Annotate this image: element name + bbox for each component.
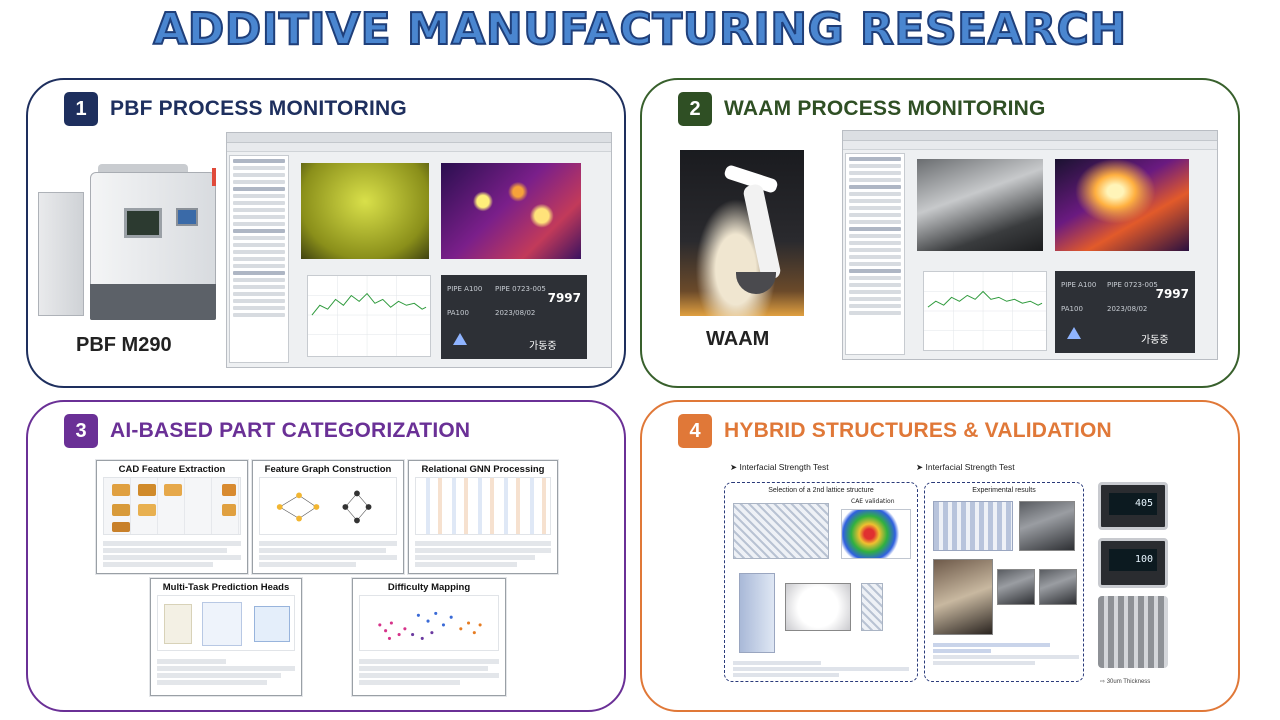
thickness-gauge-device: 405 bbox=[1098, 482, 1168, 530]
cad-parts-grid bbox=[103, 477, 241, 535]
card-title: CAD Feature Extraction bbox=[118, 464, 226, 475]
right-test-label: ➤ Interfacial Strength Test bbox=[916, 462, 1015, 472]
card-title: Relational GNN Processing bbox=[421, 464, 545, 475]
signal-chart bbox=[923, 271, 1047, 351]
panel-ai-categorization: 3 AI-BASED PART CATEGORIZATION CAD Featu… bbox=[26, 400, 626, 712]
card-title: Multi-Task Prediction Heads bbox=[162, 582, 290, 593]
status-panel: PIPE A100 PIPE 0723-005 7997 PA100 2023/… bbox=[1055, 271, 1195, 353]
waam-robot-image bbox=[680, 150, 804, 316]
fixture-photo-1 bbox=[997, 569, 1035, 605]
experimental-results-box: Experimental results bbox=[924, 482, 1084, 682]
prediction-heads-diagram bbox=[157, 595, 295, 651]
panel-pbf-monitoring: 1 PBF PROCESS MONITORING PBF M290 bbox=[26, 78, 626, 388]
panel-title: AI-BASED PART CATEGORIZATION bbox=[110, 419, 471, 442]
tensile-test-photo bbox=[1019, 501, 1075, 551]
monitoring-software-screenshot: PIPE A100 PIPE 0723-005 7997 PA100 2023/… bbox=[842, 130, 1218, 360]
fixture-photo-2 bbox=[1039, 569, 1077, 605]
temperature-controller-device: 100 bbox=[1098, 538, 1168, 588]
gnn-diagram bbox=[415, 477, 551, 535]
software-sidebar bbox=[845, 153, 905, 355]
feature-graph-diagram bbox=[259, 477, 397, 535]
panel-header: 1 PBF PROCESS MONITORING bbox=[64, 92, 407, 126]
part-count: 7997 bbox=[1155, 287, 1189, 301]
thickness-note: ⇨ 30um Thickness bbox=[1100, 679, 1151, 685]
specimen-photo bbox=[785, 583, 851, 631]
panel-header: 2 WAAM PROCESS MONITORING bbox=[678, 92, 1046, 126]
cae-validation-image bbox=[841, 509, 911, 559]
panel-title: PBF PROCESS MONITORING bbox=[110, 97, 407, 120]
machine-caption: WAAM bbox=[706, 328, 770, 350]
chamber-photo bbox=[933, 559, 993, 635]
panel-hybrid-structures: 4 HYBRID STRUCTURES & VALIDATION ➤ Inter… bbox=[640, 400, 1240, 712]
side-view-lattice bbox=[861, 583, 883, 631]
card-title: Feature Graph Construction bbox=[264, 464, 392, 475]
panel-number: 3 bbox=[64, 414, 98, 448]
status-text: 가동중 bbox=[1141, 335, 1169, 346]
panel-number: 4 bbox=[678, 414, 712, 448]
panel-header: 4 HYBRID STRUCTURES & VALIDATION bbox=[678, 414, 1112, 448]
panel-number: 2 bbox=[678, 92, 712, 126]
part-count: 7997 bbox=[547, 291, 581, 305]
panel-number: 1 bbox=[64, 92, 98, 126]
status-indicator-icon bbox=[1067, 327, 1081, 339]
signal-chart bbox=[307, 275, 431, 357]
card-difficulty-mapping: Difficulty Mapping bbox=[352, 578, 506, 696]
card-title: Difficulty Mapping bbox=[387, 582, 471, 593]
thermal-view bbox=[1055, 159, 1189, 251]
status-indicator-icon bbox=[453, 333, 467, 345]
panel-waam-monitoring: 2 WAAM PROCESS MONITORING WAAM bbox=[640, 78, 1240, 388]
panel-title: WAAM PROCESS MONITORING bbox=[724, 97, 1046, 120]
card-cad-feature-extraction: CAD Feature Extraction bbox=[96, 460, 248, 574]
page-title: ADDITIVE MANUFACTURING RESEARCH bbox=[152, 3, 1127, 56]
difficulty-scatter bbox=[359, 595, 499, 651]
pbf-machine-image bbox=[38, 164, 218, 322]
card-relational-gnn-processing: Relational GNN Processing bbox=[408, 460, 558, 574]
monitoring-software-screenshot: PIPE A100 PIPE 0723-005 7997 PA100 2023/… bbox=[226, 132, 612, 368]
card-multi-task-prediction-heads: Multi-Task Prediction Heads bbox=[150, 578, 302, 696]
machine-caption: PBF M290 bbox=[76, 334, 172, 356]
card-feature-graph-construction: Feature Graph Construction bbox=[252, 460, 404, 574]
printed-lattice-sample bbox=[1098, 596, 1168, 668]
lattice-selection-box: Selection of a 2nd lattice structure CAE… bbox=[724, 482, 918, 682]
panel-title: HYBRID STRUCTURES & VALIDATION bbox=[724, 419, 1112, 442]
lattice-options-image bbox=[733, 503, 829, 559]
camera-view bbox=[917, 159, 1043, 251]
panel-header: 3 AI-BASED PART CATEGORIZATION bbox=[64, 414, 470, 448]
camera-view bbox=[301, 163, 429, 259]
specimen-strips-image bbox=[933, 501, 1013, 551]
status-text: 가동중 bbox=[529, 341, 557, 352]
status-panel: PIPE A100 PIPE 0723-005 7997 PA100 2023/… bbox=[441, 275, 587, 359]
left-test-label: ➤ Interfacial Strength Test bbox=[730, 462, 829, 472]
software-sidebar bbox=[229, 155, 289, 363]
trapezoid-structure-image bbox=[739, 573, 775, 653]
thermal-view bbox=[441, 163, 581, 259]
